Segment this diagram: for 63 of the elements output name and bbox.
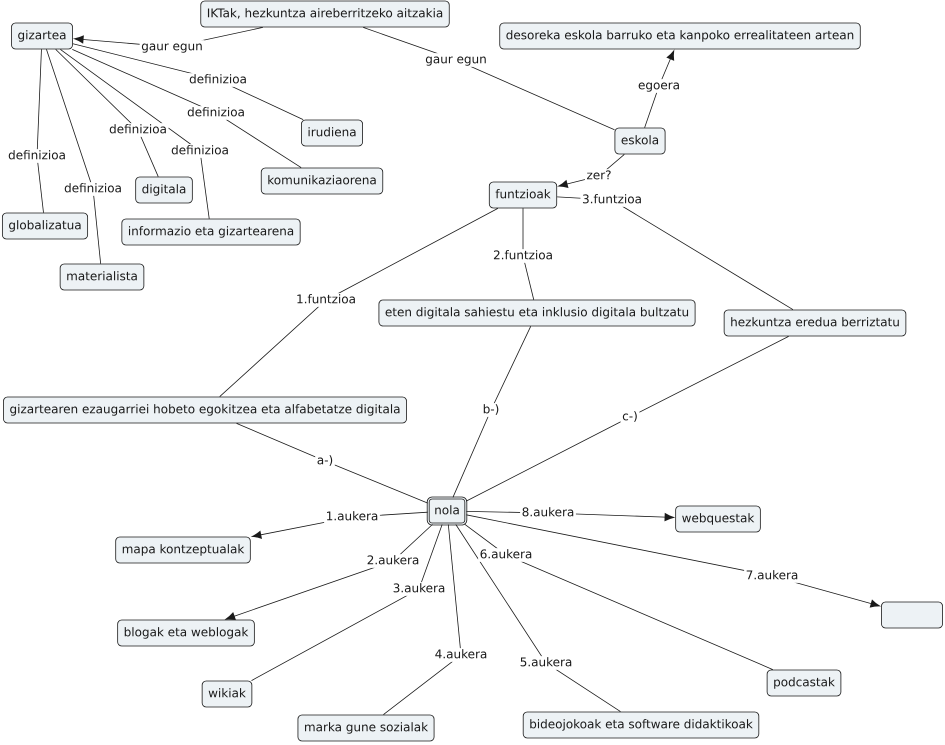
concept-box: irudiena — [301, 120, 363, 146]
concept-box: IKTak, hezkuntza aireberritzeko aitzakia — [200, 0, 450, 28]
concept-box: funtzioak — [488, 182, 558, 208]
concept-box: wikiak — [202, 680, 252, 708]
connector-line — [383, 524, 462, 715]
concept-box: materialista — [60, 264, 144, 290]
edge-label: definizioa — [108, 123, 169, 137]
concept-box: webquestak — [675, 506, 761, 532]
concept-box: gizartearen ezaugarriei hobeto egokitzea eta alfabetatze digitala — [3, 396, 407, 424]
concept-box: globalizatua — [2, 212, 88, 240]
edge-label: 4.aukera — [433, 648, 489, 662]
concept-box: desoreka eskola barruko eta kanpoko errealitateen artean — [499, 22, 861, 50]
connector-line — [464, 524, 774, 670]
edge-label: gaur egun — [424, 53, 488, 67]
edge-label: 7.aukera — [744, 569, 800, 583]
concept-box: mapa kontzeptualak — [115, 536, 251, 564]
edge-label: definizioa — [188, 73, 249, 87]
concept-box: nola — [426, 496, 468, 526]
edge-label: 6.aukera — [478, 548, 534, 562]
connector-line — [60, 49, 210, 219]
edge-label: 2.aukera — [365, 554, 421, 568]
edge-label: 3.funtzioa — [580, 193, 644, 207]
concept-box: hezkuntza eredua berriztatu — [724, 310, 906, 336]
arrow — [644, 50, 674, 128]
connector-line — [36, 49, 44, 213]
concept-box: blogak eta weblogak — [117, 620, 255, 646]
concept-box: gizartea — [11, 22, 73, 50]
edge-label: 3.aukera — [391, 582, 447, 596]
concept-box: podcastak — [766, 670, 842, 696]
edge-label: definizioa — [62, 182, 124, 196]
concept-box: digitala — [135, 176, 193, 204]
edge-label: c-) — [620, 410, 640, 424]
connector-line — [219, 208, 498, 397]
arrow — [466, 514, 880, 608]
edge-label: egoera — [636, 79, 682, 93]
connector-line — [46, 49, 102, 264]
arrow — [226, 524, 433, 620]
edge-label: zer? — [584, 169, 614, 183]
concept-box: bideojokoak eta software didaktikoak — [522, 712, 760, 738]
connector-line — [251, 524, 443, 681]
edge-label: 1.funtzioa — [294, 293, 358, 307]
connector-line — [236, 423, 428, 504]
connector-line — [72, 49, 302, 168]
connector-line — [452, 326, 532, 498]
concept-box: eskola — [614, 128, 666, 154]
edge-label: 1.aukera — [324, 510, 380, 524]
connector-line — [55, 49, 159, 177]
edge-label: definizioa — [170, 144, 231, 158]
edge-label: a-) — [315, 454, 335, 468]
edge-label: b-) — [481, 403, 501, 417]
edge-label: definizioa — [6, 149, 68, 163]
concept-box — [881, 602, 943, 628]
edge-label: definizioa — [186, 106, 247, 120]
connector-line — [466, 336, 790, 502]
concept-box: marka gune sozialak — [298, 714, 434, 742]
connector-line — [455, 524, 621, 712]
concept-box: komunikaziaorena — [260, 168, 384, 194]
edge-label: 2.funtzioa — [491, 249, 555, 263]
concept-box: informazio eta gizartearena — [121, 218, 301, 246]
edge-label: gaur egun — [140, 40, 204, 54]
edge-label: 5.aukera — [518, 656, 574, 670]
edge-label: 8.aukera — [520, 506, 576, 520]
concept-box: eten digitala sahiestu eta inklusio digitala bultzatu — [378, 300, 696, 326]
